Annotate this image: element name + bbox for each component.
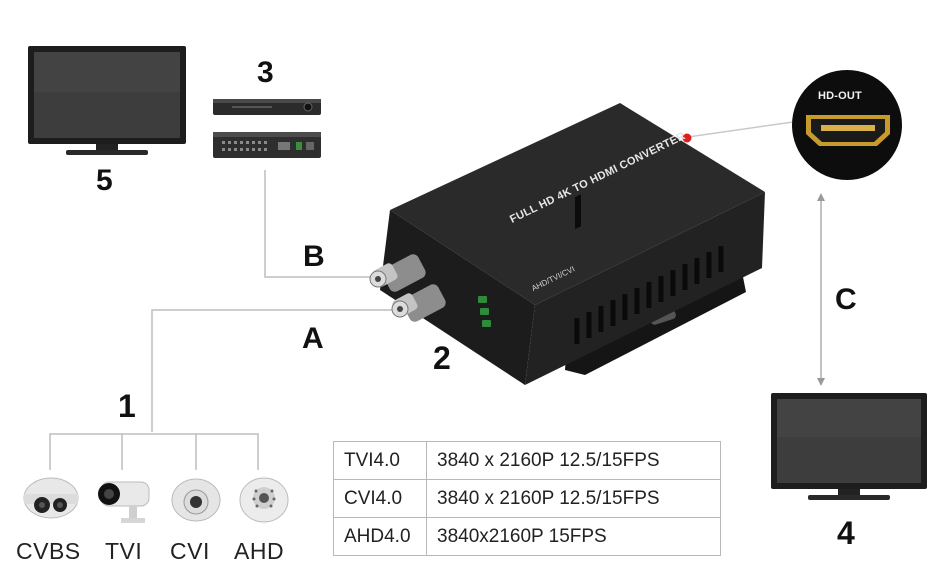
- spec-value: 3840x2160P 15FPS: [426, 517, 721, 556]
- camera-label-ahd: AHD: [234, 538, 285, 564]
- monitor-5-icon: [28, 46, 186, 155]
- camera-label-cvbs: CVBS: [16, 538, 81, 564]
- dvr-front-icon: [213, 99, 321, 115]
- label-b: B: [303, 240, 325, 273]
- hd-out-label: HD-OUT: [818, 90, 862, 102]
- spec-value: 3840 x 2160P 12.5/15FPS: [426, 441, 721, 480]
- label-4: 4: [837, 515, 855, 551]
- dome-camera-ahd-icon: [239, 477, 289, 523]
- label-1: 1: [118, 388, 136, 424]
- table-row: AHD4.0 3840x2160P 15FPS: [333, 517, 721, 556]
- table-row: TVI4.0 3840 x 2160P 12.5/15FPS: [333, 441, 721, 480]
- spec-format: TVI4.0: [333, 441, 427, 480]
- hdmi-port-icon: [806, 115, 890, 146]
- camera-label-tvi: TVI: [105, 538, 143, 564]
- dome-camera-cvi-icon: [171, 478, 221, 522]
- spec-format: CVI4.0: [333, 479, 427, 518]
- label-a: A: [302, 322, 324, 355]
- spec-value: 3840 x 2160P 12.5/15FPS: [426, 479, 721, 518]
- spec-table: TVI4.0 3840 x 2160P 12.5/15FPS CVI4.0 38…: [333, 441, 721, 556]
- monitor-4-icon: [771, 393, 927, 500]
- label-3: 3: [257, 56, 274, 89]
- table-row: CVI4.0 3840 x 2160P 12.5/15FPS: [333, 479, 721, 518]
- converter-box: [369, 103, 765, 385]
- label-5: 5: [96, 164, 113, 197]
- bullet-camera-tvi-icon: [98, 481, 150, 523]
- spec-format: AHD4.0: [333, 517, 427, 556]
- dome-camera-cvbs-icon: [23, 477, 79, 519]
- label-2: 2: [433, 340, 451, 376]
- label-c: C: [835, 283, 857, 316]
- camera-label-cvi: CVI: [170, 538, 210, 564]
- dvr-rear-icon: [213, 132, 321, 158]
